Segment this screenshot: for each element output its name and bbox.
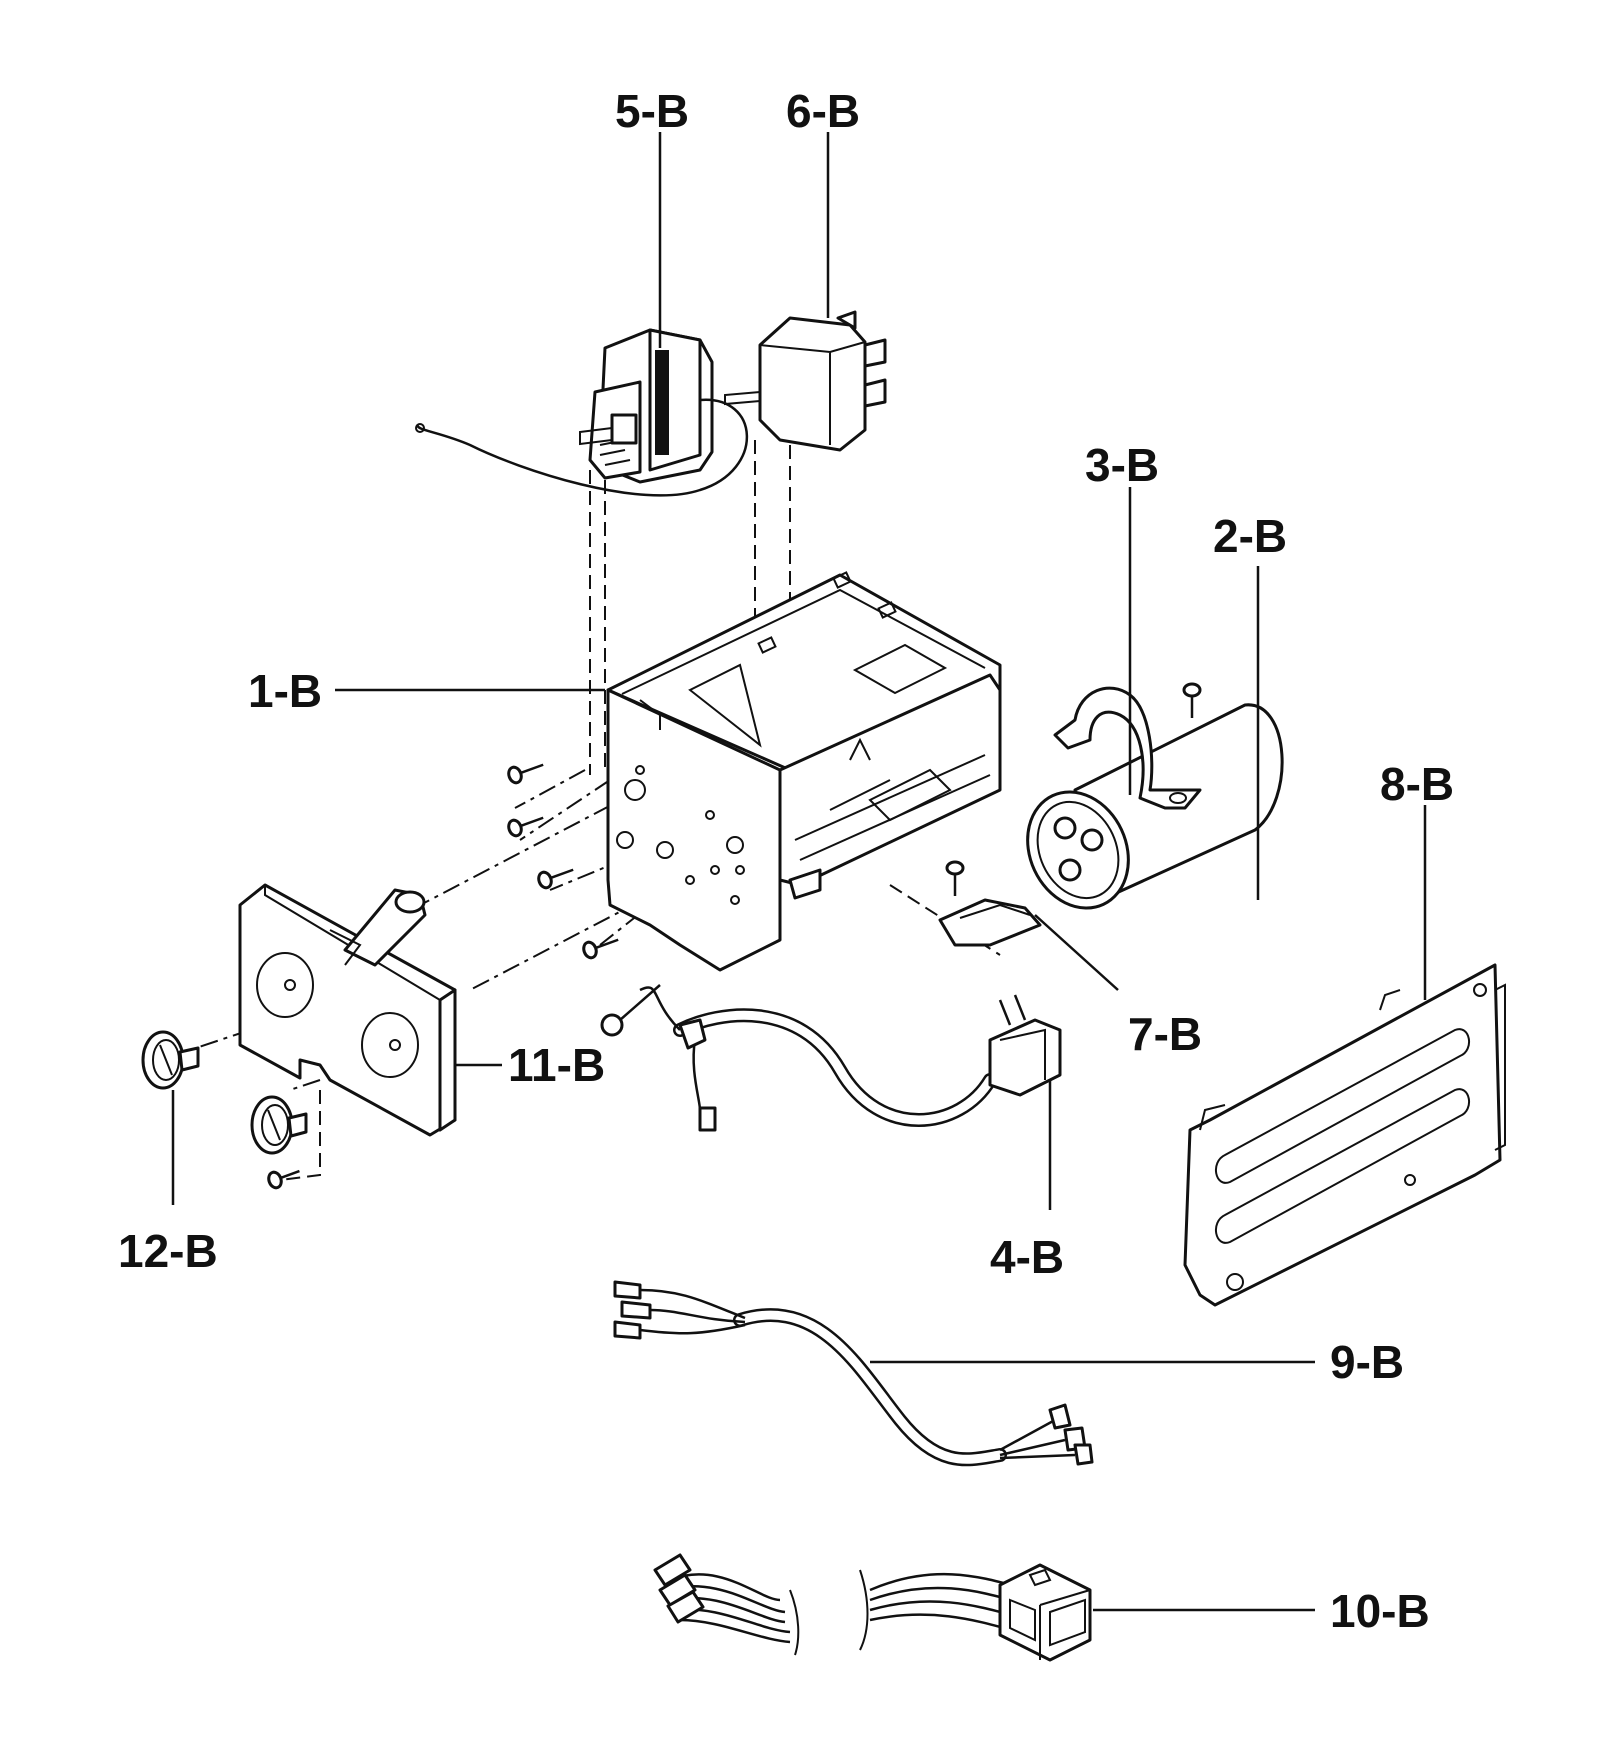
label-4-b: 4-B [990, 1231, 1064, 1283]
capacitor-clip-part [938, 898, 1042, 947]
label-10-b: 10-B [1330, 1585, 1430, 1637]
knob-part [141, 1030, 308, 1155]
capacitor-strap-part [1053, 686, 1202, 810]
label-12-b: 12-B [118, 1225, 218, 1277]
label-1-b: 1-B [248, 665, 322, 717]
label-11-b: 11-B [508, 1039, 605, 1091]
screws [267, 682, 1202, 1190]
connector-harness-part [653, 1553, 1092, 1662]
part-labels: 5-B 6-B 3-B 2-B 1-B 8-B 7-B 11-B 12-B 4-… [118, 85, 1454, 1637]
cover-plate-part [1183, 963, 1506, 1307]
control-bracket-part [606, 571, 1002, 972]
wire-harness-part [613, 1280, 1094, 1467]
label-3-b: 3-B [1085, 439, 1159, 491]
relay-part [724, 310, 887, 452]
thermostat-switch-part [415, 328, 749, 497]
label-8-b: 8-B [1380, 758, 1454, 810]
label-2-b: 2-B [1213, 510, 1287, 562]
control-panel-part [238, 883, 457, 1137]
label-7-b: 7-B [1128, 1008, 1202, 1060]
leader-lines [171, 132, 1427, 1612]
power-cord-part [600, 984, 1062, 1132]
label-6-b: 6-B [786, 85, 860, 137]
label-5-b: 5-B [615, 85, 689, 137]
label-9-b: 9-B [1330, 1336, 1404, 1388]
